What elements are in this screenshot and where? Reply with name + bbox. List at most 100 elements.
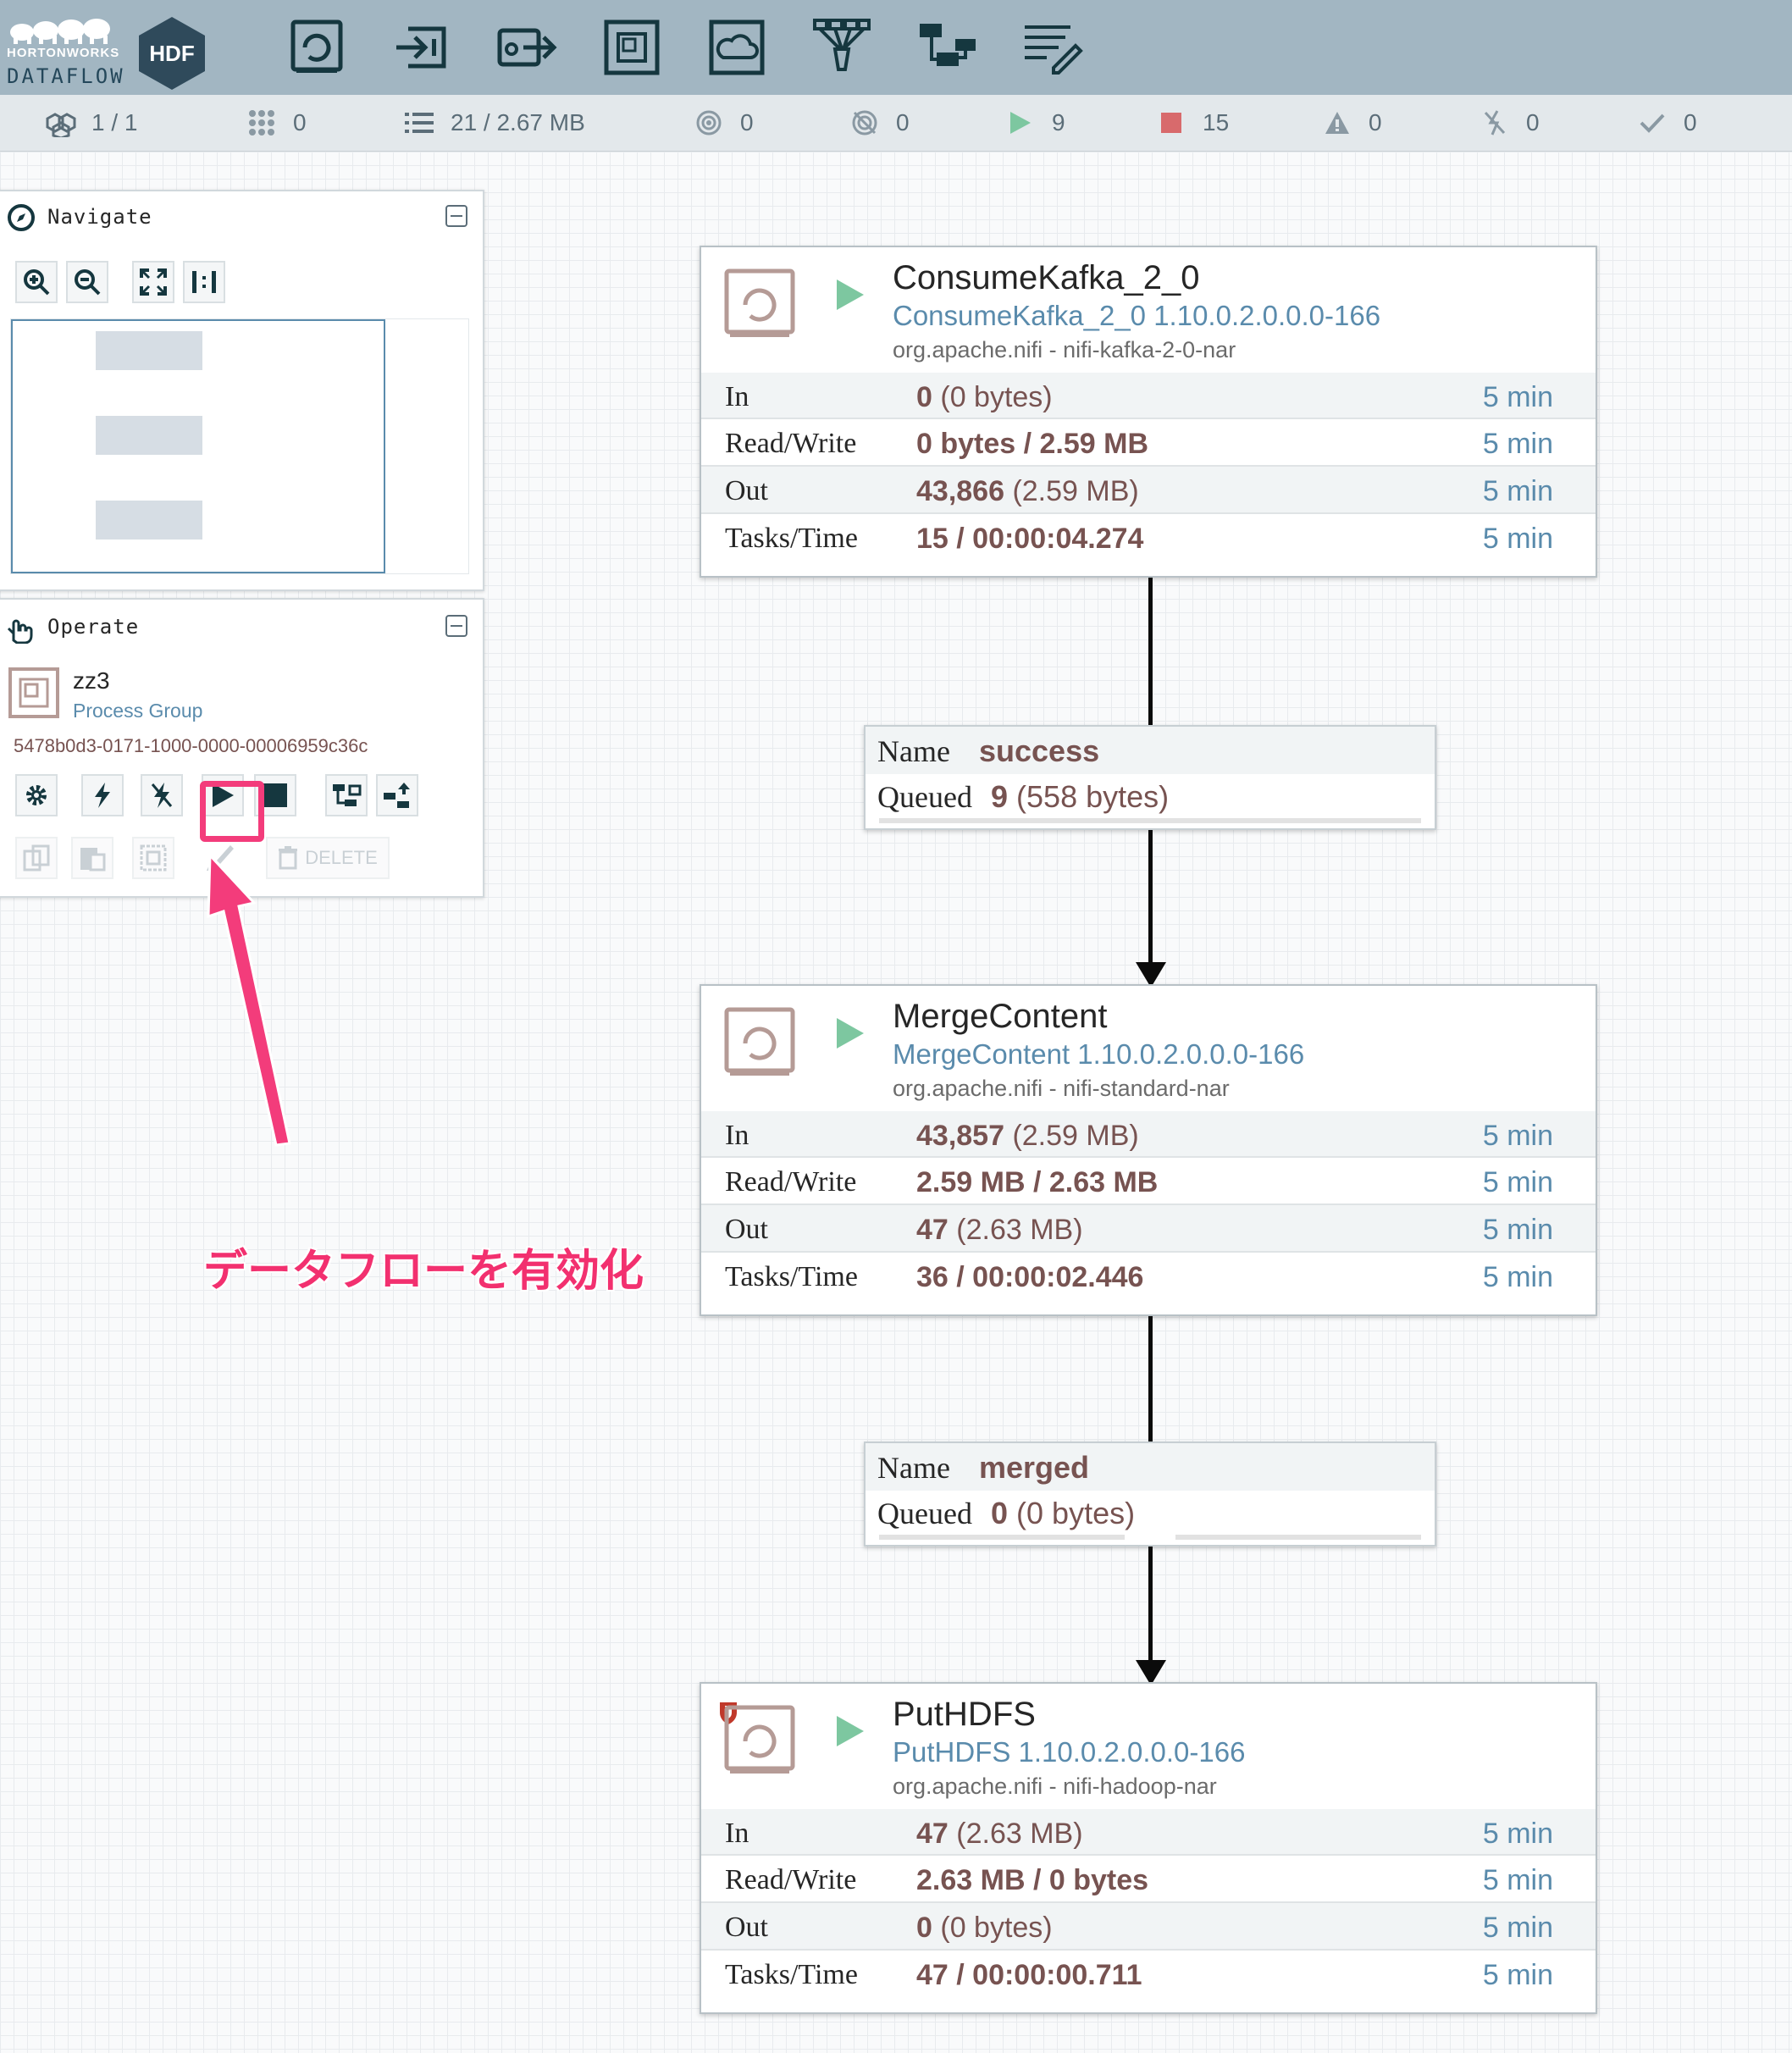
paste-button[interactable] [71,837,113,879]
connection-name-label: Name [877,734,950,768]
queued-value: 21 / 2.67 MB [451,109,585,136]
invalid-status: 0 [1321,95,1382,151]
group-icon [140,844,167,872]
enable-button[interactable] [81,774,124,816]
queue-list-icon [403,107,435,139]
template-icon [920,24,976,66]
invalid-value: 0 [1369,109,1382,136]
connection-arrow [1136,962,1166,988]
group-button[interactable] [132,837,174,879]
up-to-date-status: 0 [1636,95,1697,151]
processor-icon [290,19,343,73]
processor-consumekafka[interactable]: ConsumeKafka_2_0 ConsumeKafka_2_0 1.10.0… [700,246,1597,578]
add-remote-process-group-button[interactable] [705,15,769,80]
top-header: HORTONWORKS DATAFLOW HDF [0,0,1792,95]
connection-name-label: Name [877,1451,950,1485]
not-transmitting-status: 0 [849,95,910,151]
not-transmitting-value: 0 [896,109,910,136]
navigate-title: Navigate [47,205,152,229]
running-status: 9 [1004,95,1065,151]
selection-id: 5478b0d3-0171-1000-0000-00006959c36c [14,735,368,756]
add-process-group-button[interactable] [600,15,664,80]
processor-name: ConsumeKafka_2_0 [893,259,1200,296]
funnel-icon [813,19,871,71]
stopped-status: 15 [1155,95,1229,151]
transmitting-value: 0 [740,109,754,136]
hand-pointer-icon [7,619,33,644]
create-template-icon [333,784,362,806]
lightning-icon [95,783,110,808]
connection-line[interactable] [1148,827,1153,962]
running-state-icon [837,279,864,310]
processor-puthdfs[interactable]: PutHDFS PutHDFS 1.10.0.2.0.0.0-166 org.a… [700,1682,1597,2014]
operate-title: Operate [47,615,140,639]
paste-icon [80,848,106,872]
add-processor-button[interactable] [285,15,349,80]
connection-arrow [1136,1660,1166,1685]
connection-queued-value: 0 (0 bytes) [991,1496,1136,1530]
connection-line[interactable] [1148,1306,1153,1443]
threads-icon [246,107,278,139]
connection-line[interactable] [1148,567,1153,727]
gear-icon [26,785,47,805]
threads-value: 0 [293,109,307,136]
connection-label-merged[interactable]: Name merged Queued 0 (0 bytes) [864,1442,1436,1547]
compass-icon [8,204,35,231]
zoom-in-icon [24,269,50,296]
upload-template-button[interactable] [376,774,418,816]
connection-name: success [979,733,1100,768]
connection-queued-label: Queued [877,780,972,814]
copy-button[interactable] [15,837,58,879]
fit-button[interactable] [132,261,174,303]
create-template-button[interactable] [325,774,368,816]
stopped-value: 15 [1203,109,1230,136]
birdseye-component [96,331,202,370]
collapse-operate-button[interactable] [445,615,467,637]
process-group-icon [8,667,59,718]
navigate-palette: Navigate [0,190,484,591]
brand-name: HORTONWORKS [7,46,120,60]
queue-progress-bar [879,1535,1125,1540]
connection-label-success[interactable]: Name success Queued 9 (558 bytes) [864,725,1436,830]
up-to-date-value: 0 [1684,109,1697,136]
start-button-highlight [200,781,264,842]
collapse-navigate-button[interactable] [445,205,467,227]
connection-line[interactable] [1148,1545,1153,1662]
warning-icon [1321,107,1353,139]
birdseye-viewport[interactable] [11,319,385,573]
running-icon [1004,107,1037,139]
disabled-status: 0 [1479,95,1540,151]
add-output-port-button[interactable] [495,15,559,80]
fit-icon [140,268,167,296]
processor-bundle: org.apache.nifi - nifi-hadoop-nar [893,1774,1217,1799]
birdseye-component [96,501,202,540]
actual-size-button[interactable] [183,261,225,303]
processor-mergecontent[interactable]: MergeContent MergeContent 1.10.0.2.0.0.0… [700,984,1597,1316]
delete-button[interactable]: DELETE [266,837,390,879]
disable-button[interactable] [141,774,183,816]
configure-button[interactable] [15,774,58,816]
running-value: 9 [1052,109,1065,136]
selection-name: zz3 [73,667,110,694]
add-template-button[interactable] [915,15,979,80]
zoom-in-button[interactable] [15,261,58,303]
annotation-text: データフローを有効化 [203,1246,644,1297]
label-icon [1025,25,1083,75]
add-funnel-button[interactable] [810,15,874,80]
transmitting-status: 0 [693,95,754,151]
birdseye-view[interactable] [10,318,469,574]
transmitting-icon [693,107,725,139]
add-input-port-button[interactable] [390,15,454,80]
processor-name: PutHDFS [893,1696,1036,1733]
color-button[interactable] [198,837,241,879]
stop-icon [263,783,287,807]
add-label-button[interactable] [1020,15,1084,80]
processor-icon [724,1705,795,1774]
zoom-out-button[interactable] [66,261,108,303]
